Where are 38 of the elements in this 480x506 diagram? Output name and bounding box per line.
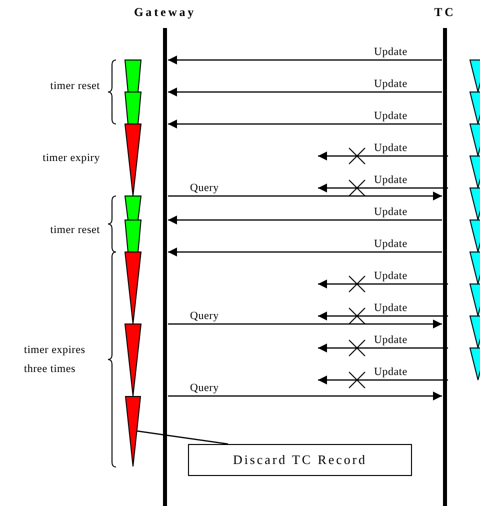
lost-message-arrow [318, 340, 448, 356]
edge-label: Update [373, 366, 408, 378]
message-arrow [168, 192, 442, 200]
edge-label: Update [373, 206, 408, 218]
edge-label: Update [373, 46, 408, 58]
message-arrow [168, 120, 442, 128]
lost-message-arrow [318, 372, 448, 388]
lifeline-header: TC [434, 4, 456, 20]
edge-label: Update [373, 110, 408, 122]
edge-label: Query [189, 182, 220, 194]
timer-note: timer reset [49, 79, 100, 94]
message-arrow [168, 216, 442, 224]
timer-expiry-triangle [125, 396, 141, 467]
timer-note: timer expiry [42, 151, 100, 166]
message-arrow [168, 56, 442, 64]
action-text: Discard TC Record [233, 451, 367, 470]
lost-message-arrow [318, 148, 448, 164]
action-box [188, 444, 412, 476]
edge-label: Update [373, 270, 408, 282]
timer-note: timer expires three times [24, 343, 86, 377]
lost-message-arrow [318, 308, 448, 324]
message-arrow [168, 88, 442, 96]
message-arrow [168, 320, 442, 328]
edge-label: Query [189, 382, 220, 394]
edge-label: Update [373, 302, 408, 314]
message-arrow [168, 248, 442, 256]
edge-label: Update [373, 334, 408, 346]
lost-message-arrow [318, 276, 448, 292]
edge-label: Update [373, 78, 408, 90]
timer-note: timer reset [49, 223, 100, 238]
edge-label: Query [189, 310, 220, 322]
leader-line [136, 430, 228, 445]
lifeline-header: Gateway [134, 4, 196, 20]
edge-label: Update [373, 142, 408, 154]
lost-message-arrow [318, 180, 448, 196]
edge-label: Update [373, 174, 408, 186]
edge-label: Update [373, 238, 408, 250]
message-arrow [168, 392, 442, 400]
